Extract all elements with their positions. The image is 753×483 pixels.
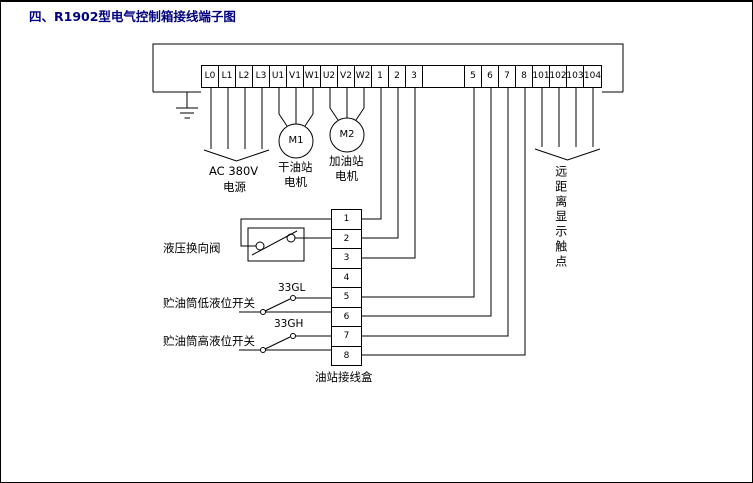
junction-terminal: 6: [332, 308, 361, 327]
terminal-cell: 2: [389, 66, 406, 87]
terminal-cell: 101: [533, 66, 550, 87]
terminal-cell: L2: [236, 66, 253, 87]
motor1-name: M1: [288, 135, 304, 146]
motor1-label-line2: 电机: [284, 175, 307, 189]
junction-box-label: 油站接线盒: [315, 370, 373, 384]
power-label-line1: AC 380V: [209, 164, 259, 178]
terminal-cell: 5: [465, 66, 482, 87]
power-wires: [203, 88, 270, 162]
ground-symbol: [176, 92, 198, 119]
power-brace: [203, 149, 270, 162]
terminal-strip: L0 L1 L2 L3 U1 V1 W1 U2 V2 W2 1 2 3 5 6 …: [201, 65, 602, 88]
terminal-cell: U2: [321, 66, 338, 87]
high-level-switch-tag: 33GH: [274, 318, 304, 330]
low-level-switch-symbol: [239, 295, 331, 315]
motor2-circle: [329, 117, 365, 153]
low-level-switch-tag: 33GL: [278, 282, 306, 294]
junction-terminal: 4: [332, 269, 361, 288]
terminal-cell: 1: [372, 66, 389, 87]
junction-wires: [362, 88, 526, 356]
terminal-cell-blank: [423, 66, 465, 87]
junction-terminal: 3: [332, 249, 361, 269]
junction-terminal: 2: [332, 230, 361, 249]
terminal-cell: 104: [584, 71, 601, 81]
terminal-cell: 103: [567, 66, 584, 87]
terminal-cell: V1: [287, 66, 304, 87]
junction-terminal: 1: [332, 210, 361, 230]
terminal-cell: L0: [202, 66, 219, 87]
high-level-switch-symbol: [239, 333, 331, 353]
terminal-cell: L1: [219, 66, 236, 87]
junction-terminal: 7: [332, 327, 361, 347]
terminal-cell: W2: [355, 66, 372, 87]
power-label-line2: 电源: [223, 180, 246, 194]
terminal-cell: W1: [304, 66, 321, 87]
motor1-circle: [278, 123, 314, 159]
page-title: 四、R1902型电气控制箱接线端子图: [29, 9, 236, 24]
junction-box: 1 2 3 4 5 6 7 8: [331, 209, 362, 366]
motor2-label-line1: 加油站: [329, 154, 364, 168]
motor1-label-line1: 干油站: [278, 160, 313, 174]
remote-contacts-label: 远距离显示触点: [553, 165, 568, 270]
motor2-label-line2: 电机: [335, 169, 358, 183]
remote-wires: [534, 88, 601, 161]
valve-symbol: [240, 218, 331, 262]
low-level-switch-label: 贮油筒低液位开关: [163, 296, 255, 310]
terminal-cell: L3: [253, 66, 270, 87]
motor2-wires: [329, 88, 365, 153]
terminal-cell: U1: [270, 66, 287, 87]
junction-terminal: 8: [343, 350, 350, 361]
terminal-cell: 6: [482, 66, 499, 87]
high-level-switch-label: 贮油筒高液位开关: [163, 334, 255, 348]
terminal-cell: 102: [550, 66, 567, 87]
terminal-cell: V2: [338, 66, 355, 87]
terminal-cell: 3: [406, 66, 423, 87]
junction-terminal: 5: [332, 288, 361, 308]
motor2-name: M2: [339, 129, 355, 140]
cabinet-outline: [152, 43, 624, 93]
valve-label: 液压换向阀: [163, 241, 221, 255]
terminal-cell: 8: [516, 66, 533, 87]
remote-brace: [534, 148, 601, 161]
terminal-cell: 7: [499, 66, 516, 87]
motor1-wires: [278, 88, 314, 159]
